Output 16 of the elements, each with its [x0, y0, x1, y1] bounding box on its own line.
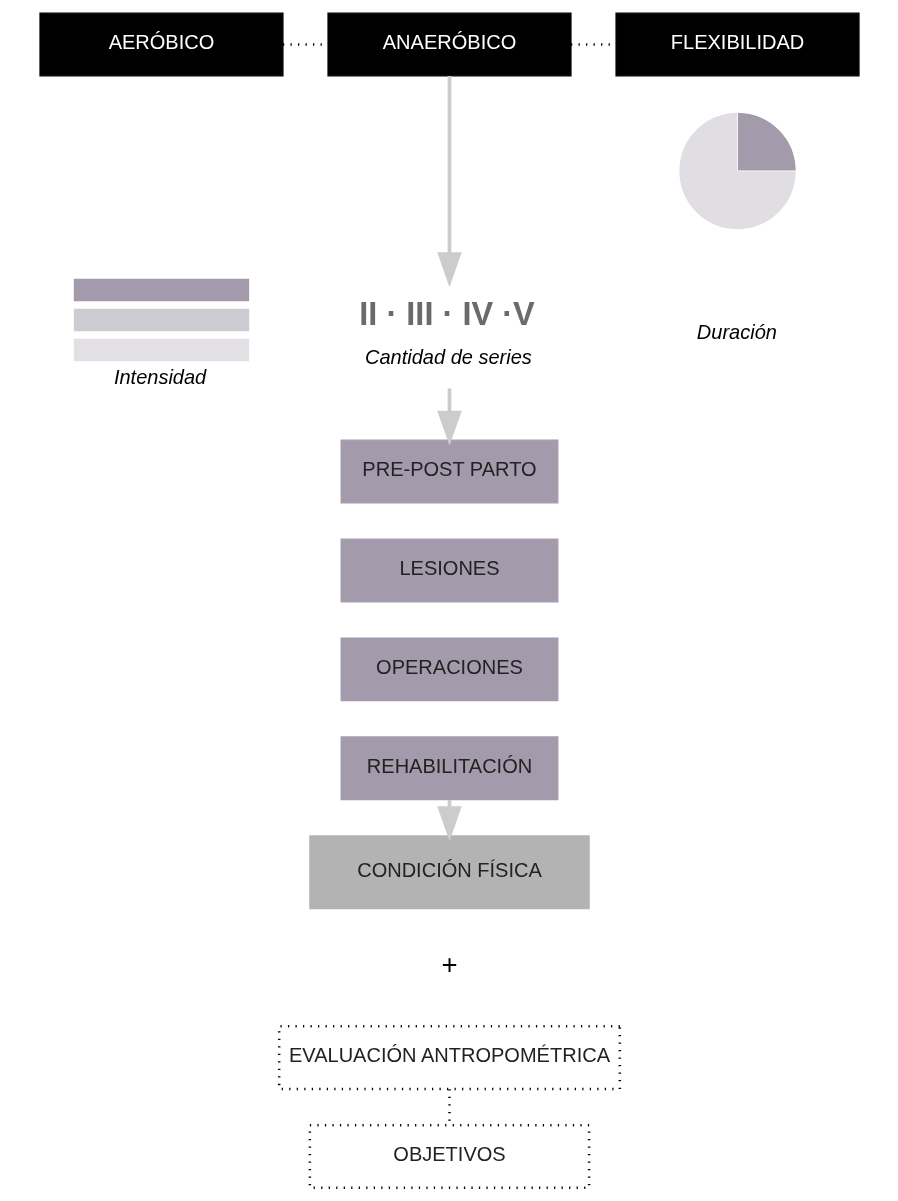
arrow — [436, 76, 462, 288]
node-box: REHABILITACIÓN — [340, 736, 558, 801]
node-box: AERÓBICO — [38, 12, 284, 77]
node-text: Duración — [696, 320, 777, 343]
node-box: FLEXIBILIDAD — [614, 12, 860, 77]
node-box: ANAERÓBICO — [326, 12, 572, 77]
node-box: LESIONES — [340, 538, 558, 603]
node-box: PRE-POST PARTO — [340, 439, 558, 504]
node-box: OBJETIVOS — [308, 1123, 590, 1190]
node-label: Intensidad — [113, 365, 206, 388]
node-text: II · III · IV ·V Cantidad de series — [358, 295, 535, 368]
node-box: CONDICIÓN FÍSICA — [308, 835, 590, 910]
label: + — [440, 949, 458, 981]
node-box: OPERACIONES — [340, 637, 558, 702]
node-box: EVALUACIÓN ANTROPOMÉTRICA — [277, 1025, 621, 1091]
arrow — [436, 388, 462, 446]
